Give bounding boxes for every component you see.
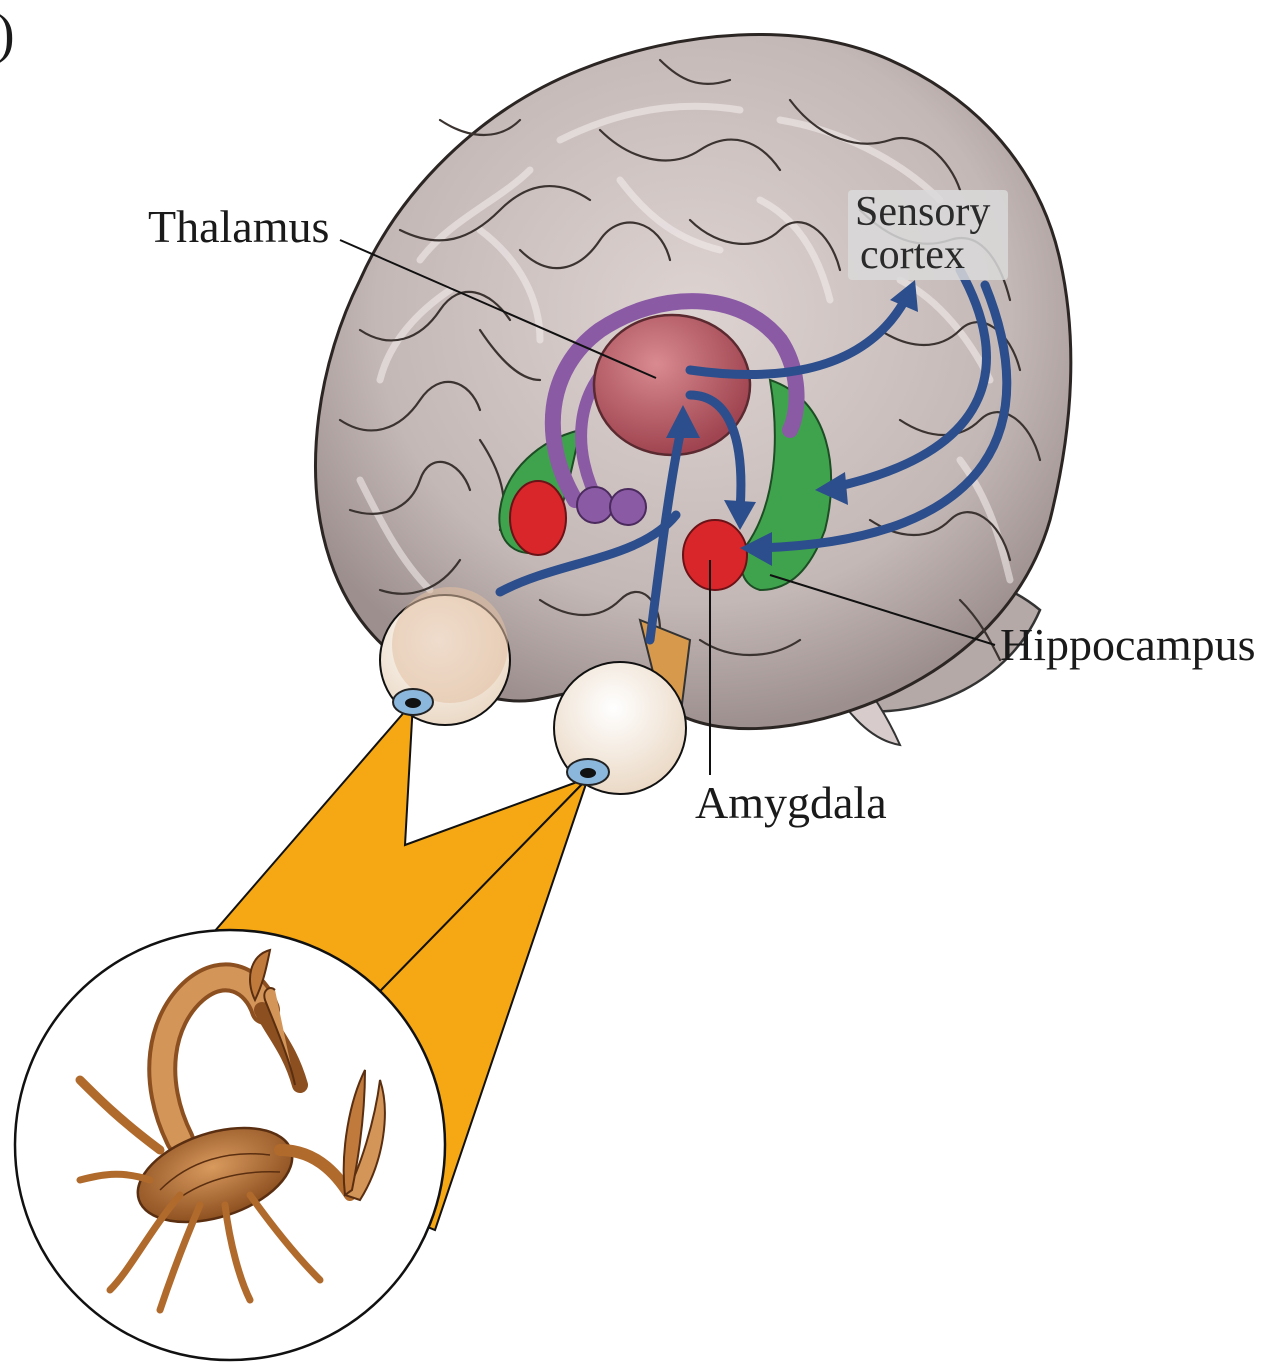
amygdala-left-structure bbox=[510, 481, 566, 555]
label-thalamus: Thalamus bbox=[148, 201, 329, 252]
panel-letter: ) bbox=[0, 3, 15, 65]
label-sensory-cortex-line2: cortex bbox=[860, 232, 965, 278]
scorpion-scene bbox=[15, 930, 445, 1360]
amygdala-structure bbox=[683, 520, 747, 590]
label-sensory-cortex-line1: Sensory bbox=[855, 189, 990, 235]
label-hippocampus: Hippocampus bbox=[1000, 619, 1256, 670]
label-amygdala: Amygdala bbox=[695, 777, 887, 828]
right-eye bbox=[554, 662, 686, 794]
